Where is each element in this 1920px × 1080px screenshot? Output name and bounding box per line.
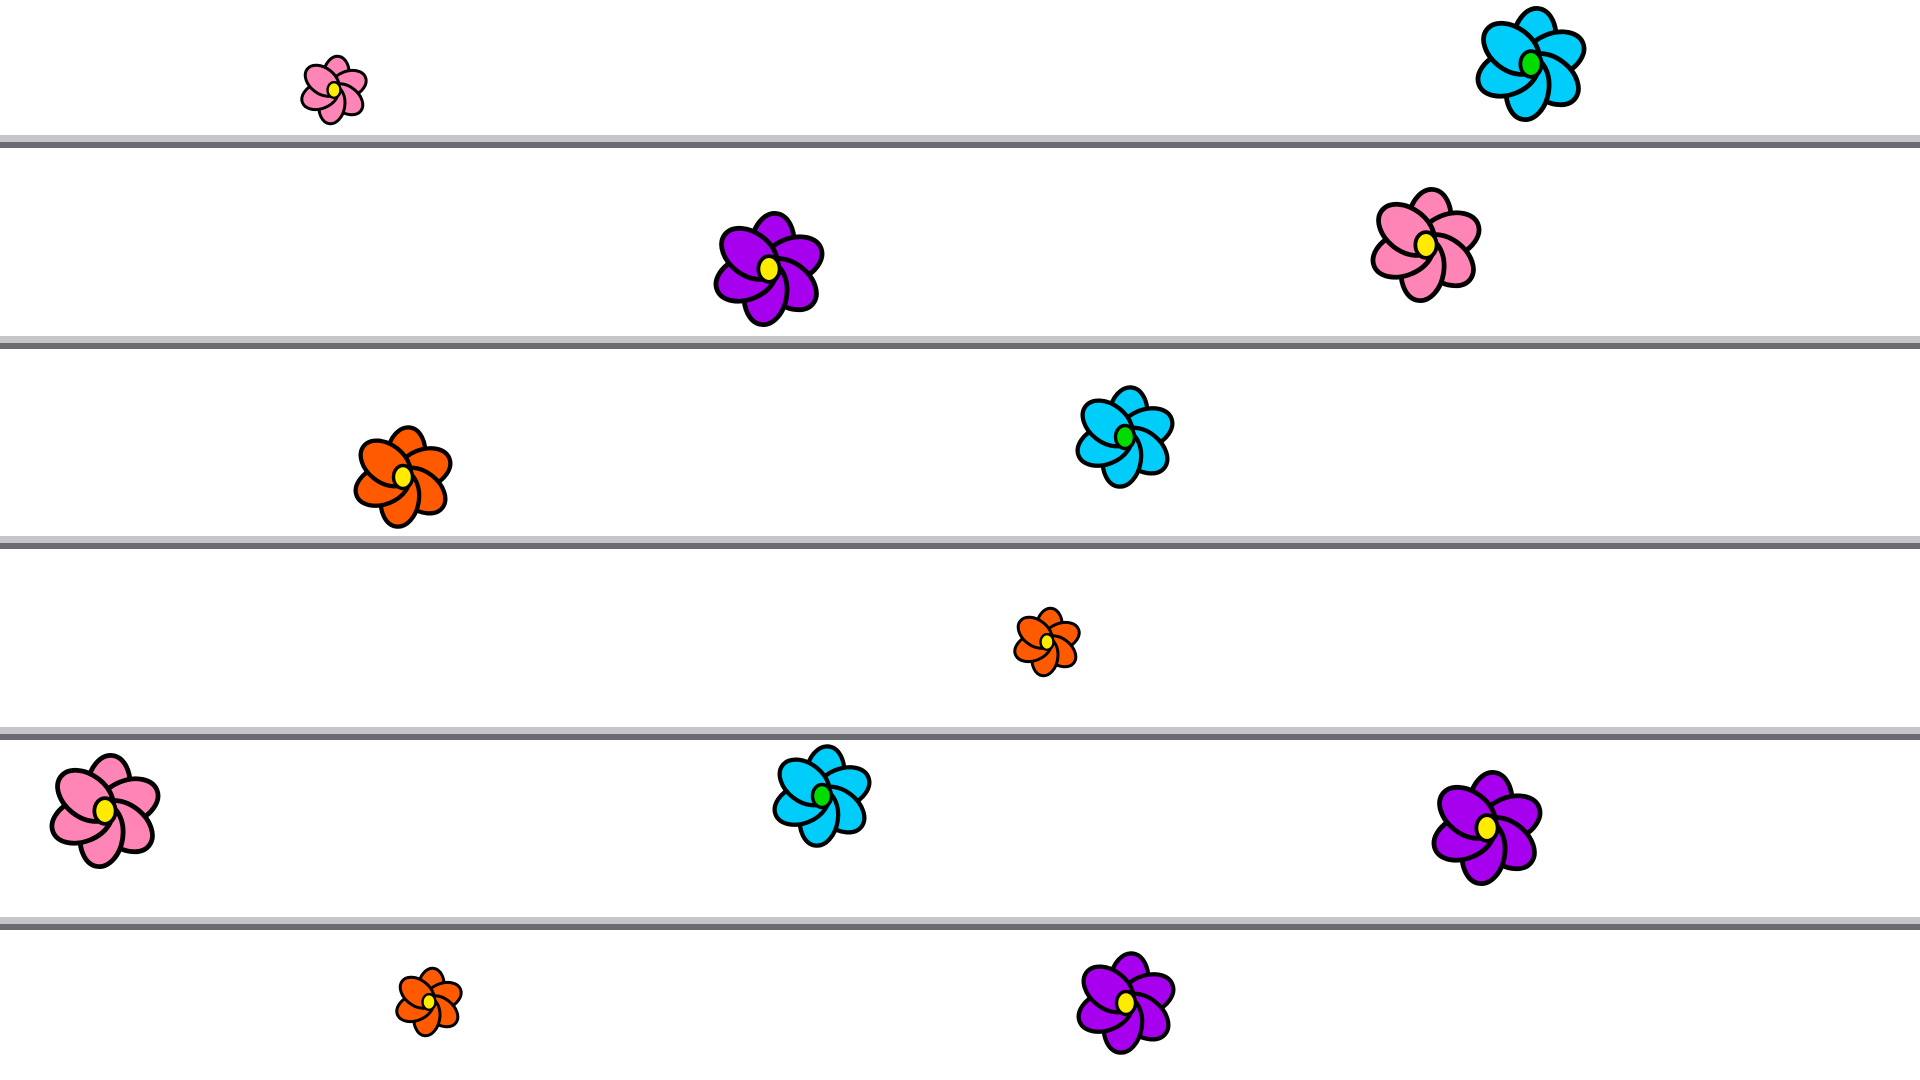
flower-center xyxy=(756,254,782,284)
shelf-line-5 xyxy=(0,917,1920,930)
orange-flower-5[interactable] xyxy=(350,425,457,529)
shelf-line-1 xyxy=(0,135,1920,148)
flower-center xyxy=(1113,423,1137,451)
shelves xyxy=(0,135,1920,930)
pink-flower-8[interactable] xyxy=(45,753,165,870)
purple-flower-10[interactable] xyxy=(1427,770,1547,887)
orange-flower-7[interactable] xyxy=(1011,606,1084,678)
flower-center xyxy=(1474,813,1500,843)
orange-flower-11[interactable] xyxy=(393,966,466,1038)
pink-flower-1[interactable] xyxy=(298,54,371,126)
flower-center xyxy=(1039,632,1055,652)
flower-center xyxy=(326,80,342,100)
cyan-flower-9[interactable] xyxy=(769,744,876,848)
flower-center xyxy=(1413,230,1439,260)
purple-flower-3[interactable] xyxy=(709,211,829,328)
flower-center xyxy=(421,992,437,1012)
purple-flower-12[interactable] xyxy=(1073,951,1180,1055)
shelf-line-4 xyxy=(0,727,1920,740)
flower-center xyxy=(1518,49,1544,79)
flower-center xyxy=(810,782,834,810)
cyan-flower-2[interactable] xyxy=(1471,6,1591,123)
flower-center xyxy=(391,463,415,491)
flower-center xyxy=(1114,989,1138,1017)
flowers xyxy=(45,6,1591,1055)
shelf-line-2 xyxy=(0,336,1920,349)
pink-flower-4[interactable] xyxy=(1366,187,1486,304)
flower-center xyxy=(92,796,118,826)
cyan-flower-6[interactable] xyxy=(1072,385,1179,489)
shelf-line-3 xyxy=(0,536,1920,549)
